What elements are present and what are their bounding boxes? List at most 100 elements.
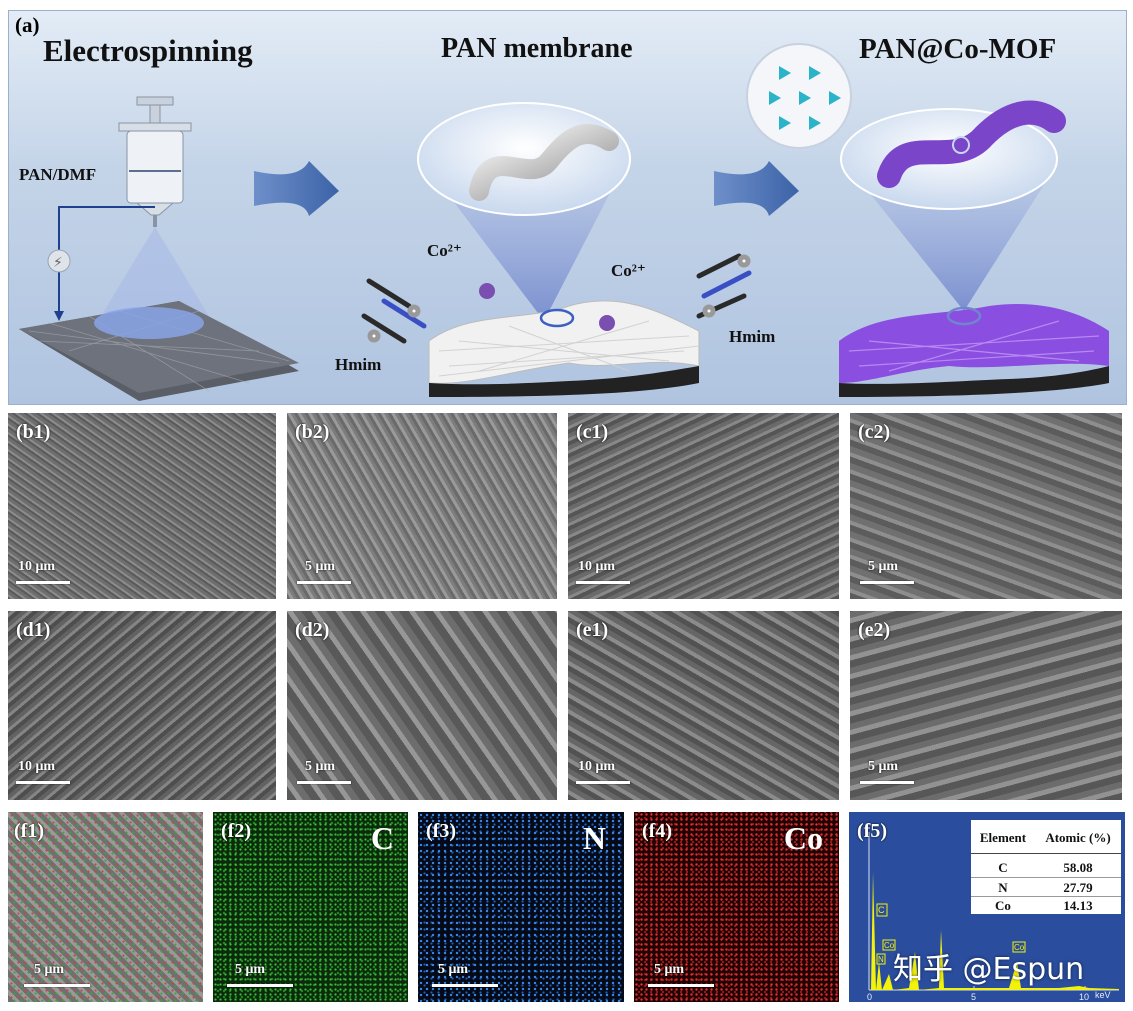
watermark: 知乎 @Espun (893, 952, 1085, 987)
scale-bar-label: 5 μm (305, 559, 336, 574)
table-cell: 14.13 (1063, 898, 1093, 913)
panel-a-label: (a) (15, 13, 40, 37)
scale-bar (227, 984, 293, 987)
table-header: Atomic (%) (1045, 830, 1111, 845)
table-row-divider (971, 896, 1121, 897)
scale-bar (16, 581, 70, 584)
table-header: Element (979, 830, 1027, 845)
panel-label: (f4) (642, 820, 672, 842)
panel-label: (b2) (295, 421, 330, 443)
scale-bar-label: 5 μm (868, 759, 899, 774)
arrow-icon (714, 161, 799, 216)
sem-image-d2: (d2) 5 μm (287, 611, 557, 800)
scale-bar (432, 984, 498, 987)
title-electrospinning: Electrospinning (43, 33, 253, 68)
peak-label: C (878, 905, 885, 915)
schematic-illustration: ⚡ (19, 43, 1109, 401)
sem-image-b2: (b2) 5 μm (287, 413, 557, 599)
table-cell: 27.79 (1063, 880, 1093, 895)
scale-bar (297, 581, 351, 584)
spray-cone (95, 227, 215, 326)
peak-label: N (878, 955, 884, 964)
scale-bar-label: 5 μm (235, 962, 266, 977)
arrow-icon (254, 161, 339, 216)
table-cell: N (998, 880, 1008, 895)
table-cell: Co (995, 898, 1011, 913)
scale-bar (576, 781, 630, 784)
element-label: C (370, 820, 394, 856)
scale-bar (24, 984, 90, 987)
hmim-label-left: Hmim (335, 355, 382, 374)
scale-bar-label: 10 μm (18, 559, 56, 574)
scale-bar (297, 781, 351, 784)
eds-overlay-f1: (f1) 5 μm (8, 812, 203, 1002)
table-cell: C (998, 860, 1008, 875)
panel-label: (e2) (858, 619, 891, 641)
highlight-ring (539, 308, 575, 328)
panel-label: (d1) (16, 619, 51, 641)
spectrum-plot (868, 832, 1119, 991)
scale-bar-label: 5 μm (654, 962, 685, 977)
panel-label: (f1) (14, 820, 44, 842)
co-ion-label-right: Co²⁺ (611, 261, 646, 280)
co-ion-icon (479, 283, 495, 299)
panel-label: (f2) (221, 820, 251, 842)
x-axis-unit: keV (1095, 990, 1111, 1000)
x-tick: 0 (867, 992, 873, 1002)
sem-image-e2: (e2) 5 μm (850, 611, 1122, 800)
scale-bar (860, 581, 914, 584)
scale-bar-label: 5 μm (868, 559, 899, 574)
power-supply-icon (47, 249, 71, 273)
schematic-panel: (a) Electrospinning PAN membrane PAN@Co-… (8, 10, 1127, 405)
panel-label: (f3) (426, 820, 456, 842)
peak-label: Co (1014, 943, 1025, 952)
x-tick: 5 (971, 992, 977, 1002)
panel-label: (c2) (858, 421, 891, 443)
panel-label: (e1) (576, 619, 609, 641)
panel-label: (c1) (576, 421, 609, 443)
scale-bar-label: 10 μm (578, 759, 616, 774)
hmim-label-right: Hmim (729, 327, 776, 346)
scale-bar (860, 781, 914, 784)
hmim-molecule-icon (361, 278, 427, 344)
eds-map-carbon: (f2) C 5 μm (213, 812, 408, 1002)
deposit-spot (94, 307, 204, 339)
scale-bar-label: 5 μm (438, 962, 469, 977)
panel-label: (d2) (295, 619, 330, 641)
mof-fiber-icon (877, 100, 1066, 188)
eds-map-cobalt: (f4) Co 5 μm (634, 812, 839, 1002)
syringe-icon (118, 96, 192, 227)
table-divider (971, 853, 1121, 854)
sem-image-c1: (c1) 10 μm (568, 413, 839, 599)
panel-label: (b1) (16, 421, 51, 443)
co-ion-icon (599, 315, 615, 331)
scale-bar-label: 5 μm (305, 759, 336, 774)
table-row-divider (971, 877, 1121, 878)
hmim-molecule-icon (696, 253, 752, 319)
sem-image-e1: (e1) 10 μm (568, 611, 839, 800)
pan-dmf-label: PAN/DMF (19, 165, 97, 184)
sem-image-b1: (b1) 10 μm (8, 413, 276, 599)
power-wire (58, 206, 155, 311)
scale-bar-label: 5 μm (34, 962, 65, 977)
scale-bar-label: 10 μm (18, 759, 56, 774)
fiber-icon (469, 124, 619, 201)
table-cell: 58.08 (1063, 860, 1093, 875)
scale-bar (576, 581, 630, 584)
element-label: N (582, 820, 606, 856)
eds-map-nitrogen: (f3) N 5 μm (418, 812, 624, 1002)
scale-bar (16, 781, 70, 784)
scale-bar-label: 10 μm (578, 559, 616, 574)
title-pan-co-mof: PAN@Co-MOF (859, 33, 1057, 65)
element-label: Co (783, 820, 823, 856)
x-tick: 10 (1079, 992, 1090, 1002)
co-ion-label-left: Co²⁺ (427, 241, 462, 260)
peak-label: Co (884, 941, 895, 950)
title-pan-membrane: PAN membrane (441, 33, 633, 64)
svg-text:⚡: ⚡ (53, 255, 63, 271)
highlight-ring (946, 306, 982, 326)
sem-image-c2: (c2) 5 μm (850, 413, 1122, 599)
panel-label: (f5) (857, 820, 887, 842)
scale-bar (648, 984, 714, 987)
sem-image-d1: (d1) 10 μm (8, 611, 276, 800)
